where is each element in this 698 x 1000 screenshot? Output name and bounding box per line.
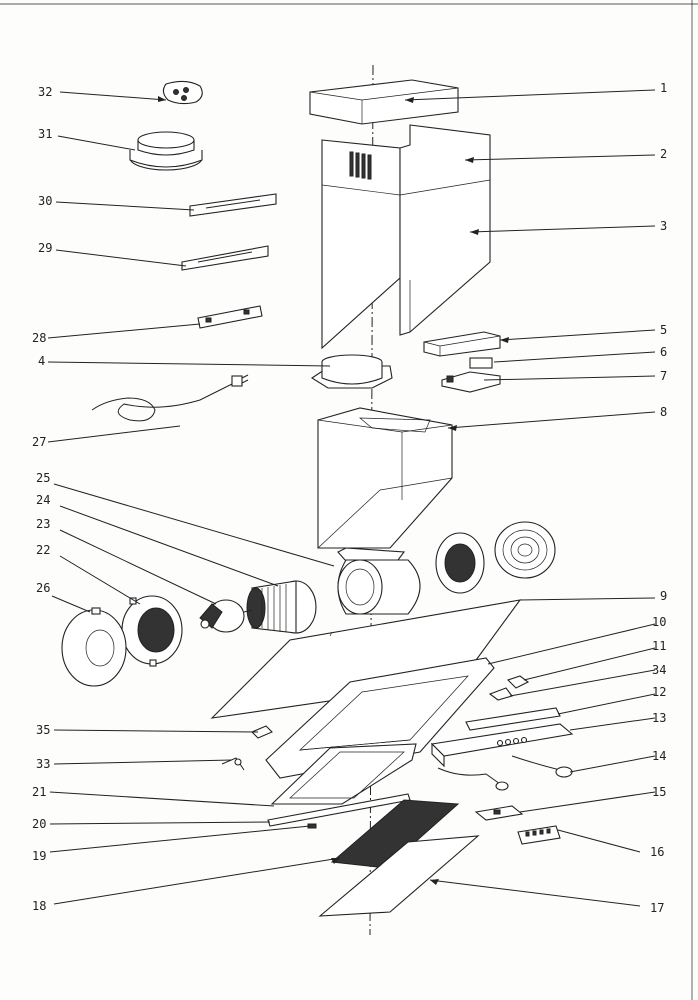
lbl-26: 26 — [36, 581, 50, 595]
lbl-13: 13 — [652, 711, 666, 725]
lbl-10: 10 — [652, 615, 666, 629]
part-4-duct-flange — [310, 354, 393, 389]
part-30-bracket — [189, 193, 277, 217]
part-12-trim-strip — [465, 707, 561, 731]
part-28-bracket — [197, 305, 263, 329]
lbl-14: 14 — [652, 749, 666, 763]
part-24-fan-wheel — [246, 580, 317, 634]
part-8-motor-housing — [317, 407, 453, 549]
lbl-7: 7 — [660, 369, 667, 383]
lbl-18: 18 — [32, 899, 46, 913]
lbl-34: 34 — [652, 663, 666, 677]
part-33-hinge — [221, 757, 245, 771]
part-5-control-box — [423, 331, 501, 357]
part-25-blower-scroll — [337, 547, 421, 615]
part-15-circuit-board — [474, 805, 524, 821]
blower-side-cover — [494, 521, 556, 579]
lbl-33: 33 — [36, 757, 50, 771]
lbl-2: 2 — [660, 147, 667, 161]
lbl-21: 21 — [32, 785, 46, 799]
lbl-19: 19 — [32, 849, 46, 863]
lbl-15: 15 — [652, 785, 666, 799]
lbl-6: 6 — [660, 345, 667, 359]
lbl-8: 8 — [660, 405, 667, 419]
lbl-32: 32 — [38, 85, 52, 99]
lbl-24: 24 — [36, 493, 50, 507]
part-1-top-cover — [309, 79, 459, 125]
part-35-hinge — [251, 725, 273, 739]
part-32-screws-bag — [162, 80, 203, 105]
part-23-motor — [199, 599, 253, 633]
lbl-29: 29 — [38, 241, 52, 255]
leader-lines — [47, 89, 656, 907]
part-26-carbon-filter — [61, 607, 127, 687]
part-29-bracket — [181, 245, 269, 271]
part-34-clip — [488, 687, 513, 701]
lbl-1: 1 — [660, 81, 667, 95]
lbl-3: 3 — [660, 219, 667, 233]
part-14-lamps — [437, 755, 573, 791]
part-18-grease-filter — [330, 799, 460, 869]
lbl-22: 22 — [36, 543, 50, 557]
lbl-30: 30 — [38, 194, 52, 208]
lbl-9: 9 — [660, 589, 667, 603]
part-22-filter-ring — [121, 595, 183, 667]
lbl-20: 20 — [32, 817, 46, 831]
part-2-3-chimney — [321, 124, 491, 350]
chimney-vent-slots — [349, 151, 372, 180]
part-11-clip — [506, 675, 530, 689]
lbl-4: 4 — [38, 354, 45, 368]
part-10-hood-frame — [265, 657, 495, 779]
part-6-capacitor — [469, 357, 493, 369]
lbl-28: 28 — [32, 331, 46, 345]
part-7-terminal-block — [441, 371, 501, 393]
leader-arrowheads — [158, 96, 509, 885]
lbl-27: 27 — [32, 435, 46, 449]
part-27-power-cord — [91, 374, 249, 422]
part-16-switch-block — [517, 825, 561, 845]
part-labels: 32 31 30 29 28 4 27 25 24 23 22 26 35 33… — [32, 81, 667, 915]
lbl-16: 16 — [650, 845, 664, 859]
lbl-12: 12 — [652, 685, 666, 699]
lbl-35: 35 — [36, 723, 50, 737]
lbl-5: 5 — [660, 323, 667, 337]
lbl-11: 11 — [652, 639, 666, 653]
blower-side-impeller — [435, 532, 485, 594]
lbl-23: 23 — [36, 517, 50, 531]
part-17-glass-panel — [318, 835, 480, 917]
lbl-17: 17 — [650, 901, 664, 915]
part-21-filter-frame — [270, 743, 417, 805]
lbl-25: 25 — [36, 471, 50, 485]
lbl-31: 31 — [38, 127, 52, 141]
part-13-control-panel — [430, 723, 574, 768]
part-31-duct-adapter — [129, 131, 203, 171]
